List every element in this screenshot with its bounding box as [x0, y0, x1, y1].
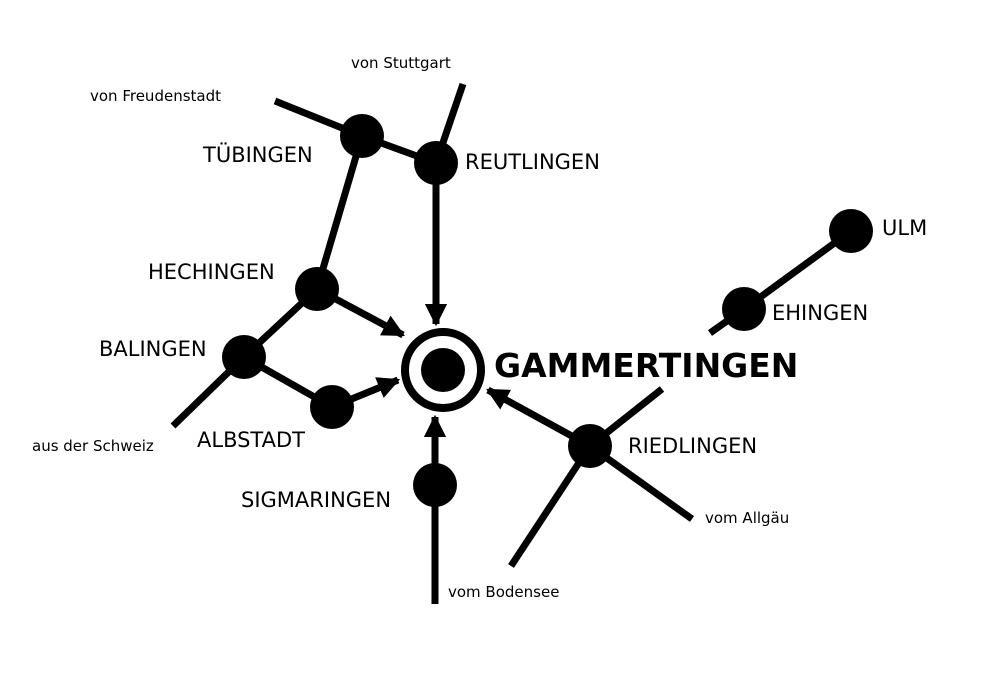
- hub-gammertingen: [401, 328, 485, 412]
- line-ulm-ehingen: [741, 228, 854, 312]
- label-riedlingen: RIEDLINGEN: [628, 434, 757, 458]
- origin-schweiz: aus der Schweiz: [32, 437, 154, 455]
- hub-arrows: [315, 163, 592, 485]
- station-labels: TÜBINGEN REUTLINGEN HECHINGEN BALINGEN A…: [99, 142, 927, 512]
- station-dot-sigmaringen: [413, 463, 457, 507]
- label-gammertingen: GAMMERTINGEN: [494, 346, 798, 385]
- line-riedlingen-bodensee: [508, 444, 593, 568]
- label-ulm: ULM: [882, 216, 927, 240]
- label-sigmaringen: SIGMARINGEN: [241, 488, 391, 512]
- station-dot-tuebingen: [340, 114, 384, 158]
- origin-freudenstadt: von Freudenstadt: [90, 87, 221, 105]
- label-albstadt: ALBSTADT: [197, 428, 305, 452]
- station-dot-ehingen: [722, 287, 766, 331]
- station-dot-riedlingen: [568, 424, 612, 468]
- station-dot-hechingen: [295, 267, 339, 311]
- label-ehingen: EHINGEN: [772, 301, 868, 325]
- label-balingen: BALINGEN: [99, 337, 207, 361]
- line-tuebingen-hechingen: [313, 135, 366, 290]
- station-dot-reutlingen: [414, 141, 458, 185]
- station-dot-albstadt: [310, 385, 354, 429]
- label-hechingen: HECHINGEN: [148, 260, 275, 284]
- station-dot-balingen: [222, 335, 266, 379]
- label-reutlingen: REUTLINGEN: [465, 150, 600, 174]
- origin-allgaeu: vom Allgäu: [705, 509, 789, 527]
- origin-labels: von Freudenstadt von Stuttgart aus der S…: [32, 54, 789, 601]
- label-tuebingen: TÜBINGEN: [202, 142, 313, 167]
- origin-bodensee: vom Bodensee: [448, 583, 559, 601]
- origin-stuttgart: von Stuttgart: [351, 54, 451, 72]
- station-dot-ulm: [829, 209, 873, 253]
- station-dots: [222, 114, 873, 507]
- hub-center-dot-icon: [421, 348, 465, 392]
